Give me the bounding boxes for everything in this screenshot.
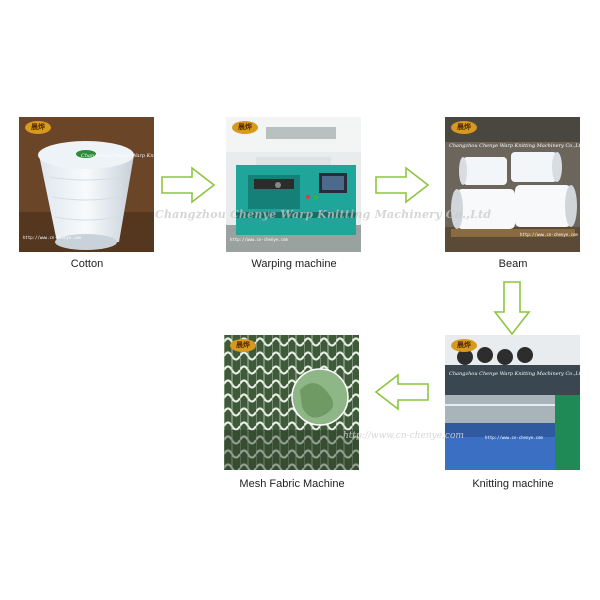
step-knitting-machine: 晨烨 Changzhou Chenye Warp Knitting Machin… bbox=[445, 335, 580, 490]
warping-machine-photo: 晨烨 http://www.cn-chenye.com bbox=[226, 117, 361, 252]
brand-logo: 晨烨 bbox=[232, 121, 258, 134]
step-beam: 晨烨 Changzhou Chenye Warp Knitting Machin… bbox=[445, 117, 580, 270]
step-label: Beam bbox=[498, 258, 528, 270]
step-warping-machine: 晨烨 http://www.cn-chenye.com Warping mach… bbox=[226, 117, 361, 270]
photo-url-text: http://www.cn-chenye.com bbox=[520, 232, 578, 237]
url-watermark: http://www.cn-chenye.com bbox=[343, 431, 464, 441]
photo-company-text: Changzhou Chenye Warp Knitting Machinery… bbox=[449, 143, 580, 149]
arrow-right-icon bbox=[375, 166, 430, 204]
yarn-beams-photo: 晨烨 Changzhou Chenye Warp Knitting Machin… bbox=[445, 117, 580, 252]
photo-company-text: Changzhou Chenye Warp Knitting Machinery… bbox=[449, 371, 580, 377]
photo-company-text: Changzhou Chenye Warp Knitting Machinery… bbox=[81, 153, 154, 159]
step-label: Mesh Fabric Machine bbox=[239, 478, 345, 490]
arrow-down-icon bbox=[493, 281, 531, 336]
step-label: Knitting machine bbox=[472, 478, 554, 490]
brand-logo: 晨烨 bbox=[230, 339, 256, 352]
photo-url-text: http://www.cn-chenye.com bbox=[23, 235, 81, 240]
step-label: Cotton bbox=[70, 258, 104, 270]
step-cotton: 晨烨 Changzhou Chenye Warp Knitting Machin… bbox=[19, 117, 154, 270]
brand-logo: 晨烨 bbox=[451, 121, 477, 134]
step-label: Warping machine bbox=[251, 258, 337, 270]
mesh-fabric-photo: 晨烨 bbox=[224, 335, 359, 470]
brand-logo: 晨烨 bbox=[25, 121, 51, 134]
arrow-right-icon bbox=[161, 166, 216, 204]
photo-url-text: http://www.cn-chenye.com bbox=[230, 237, 288, 242]
brand-logo: 晨烨 bbox=[451, 339, 477, 352]
company-watermark: Changzhou Chenye Warp Knitting Machinery… bbox=[155, 208, 492, 221]
arrow-left-icon bbox=[374, 373, 429, 411]
photo-url-text: http://www.cn-chenye.com bbox=[485, 435, 543, 440]
step-mesh-fabric: 晨烨 Mesh Fabric Machine bbox=[224, 335, 359, 490]
knitting-machine-photo: 晨烨 Changzhou Chenye Warp Knitting Machin… bbox=[445, 335, 580, 470]
cotton-yarn-cone-photo: 晨烨 Changzhou Chenye Warp Knitting Machin… bbox=[19, 117, 154, 252]
